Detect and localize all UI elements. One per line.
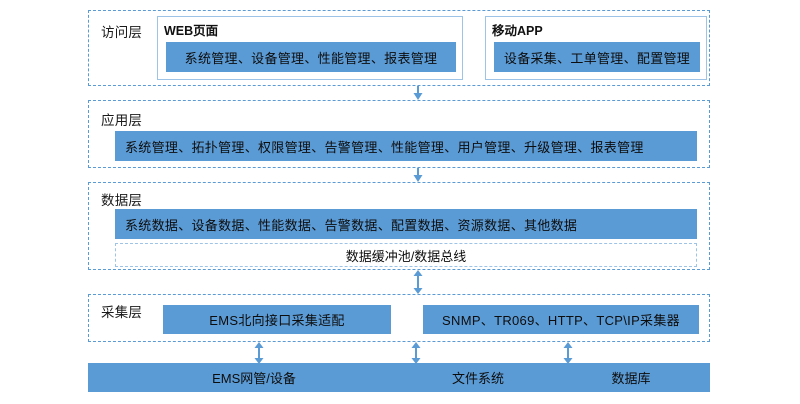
layer-access: 访问层 WEB页面 系统管理、设备管理、性能管理、报表管理 移动APP 设备采集… bbox=[88, 10, 710, 86]
bar-protocol-collectors: SNMP、TR069、HTTP、TCP\IP采集器 bbox=[423, 305, 699, 334]
layer-application-label: 应用层 bbox=[101, 113, 143, 128]
layer-collection: 采集层 EMS北向接口采集适配 SNMP、TR069、HTTP、TCP\IP采集… bbox=[88, 294, 710, 342]
connector-data-collection bbox=[413, 270, 423, 294]
bar-mobile-modules: 设备采集、工单管理、配置管理 bbox=[494, 42, 700, 72]
bar-application-modules: 系统管理、拓扑管理、权限管理、告警管理、性能管理、用户管理、升级管理、报表管理 bbox=[115, 131, 697, 161]
connector-application-data bbox=[413, 168, 423, 182]
connector-collection-filesystem bbox=[411, 342, 421, 364]
bottom-resource-bar: EMS网管/设备 文件系统 数据库 bbox=[88, 363, 710, 392]
bar-ems-northbound-adapter: EMS北向接口采集适配 bbox=[163, 305, 391, 334]
bar-data-types: 系统数据、设备数据、性能数据、告警数据、配置数据、资源数据、其他数据 bbox=[115, 209, 697, 239]
layer-access-label: 访问层 bbox=[101, 25, 143, 40]
layer-data: 数据层 系统数据、设备数据、性能数据、告警数据、配置数据、资源数据、其他数据 数… bbox=[88, 182, 710, 270]
bottom-segment-ems-network: EMS网管/设备 bbox=[212, 371, 296, 386]
connector-collection-database bbox=[563, 342, 573, 364]
bottom-segment-database: 数据库 bbox=[611, 371, 651, 386]
connector-access-application bbox=[413, 86, 423, 100]
panel-mobile-app-title: 移动APP bbox=[492, 24, 543, 38]
layer-data-label: 数据层 bbox=[101, 193, 143, 208]
connector-collection-ems bbox=[254, 342, 264, 364]
bar-web-modules: 系统管理、设备管理、性能管理、报表管理 bbox=[166, 42, 456, 72]
box-data-bus: 数据缓冲池/数据总线 bbox=[115, 243, 697, 267]
panel-web: WEB页面 系统管理、设备管理、性能管理、报表管理 bbox=[157, 16, 463, 80]
panel-web-title: WEB页面 bbox=[164, 24, 219, 38]
layer-collection-label: 采集层 bbox=[101, 305, 143, 320]
panel-mobile-app: 移动APP 设备采集、工单管理、配置管理 bbox=[485, 16, 707, 80]
layer-application: 应用层 系统管理、拓扑管理、权限管理、告警管理、性能管理、用户管理、升级管理、报… bbox=[88, 100, 710, 168]
bottom-segment-file-system: 文件系统 bbox=[451, 371, 504, 386]
